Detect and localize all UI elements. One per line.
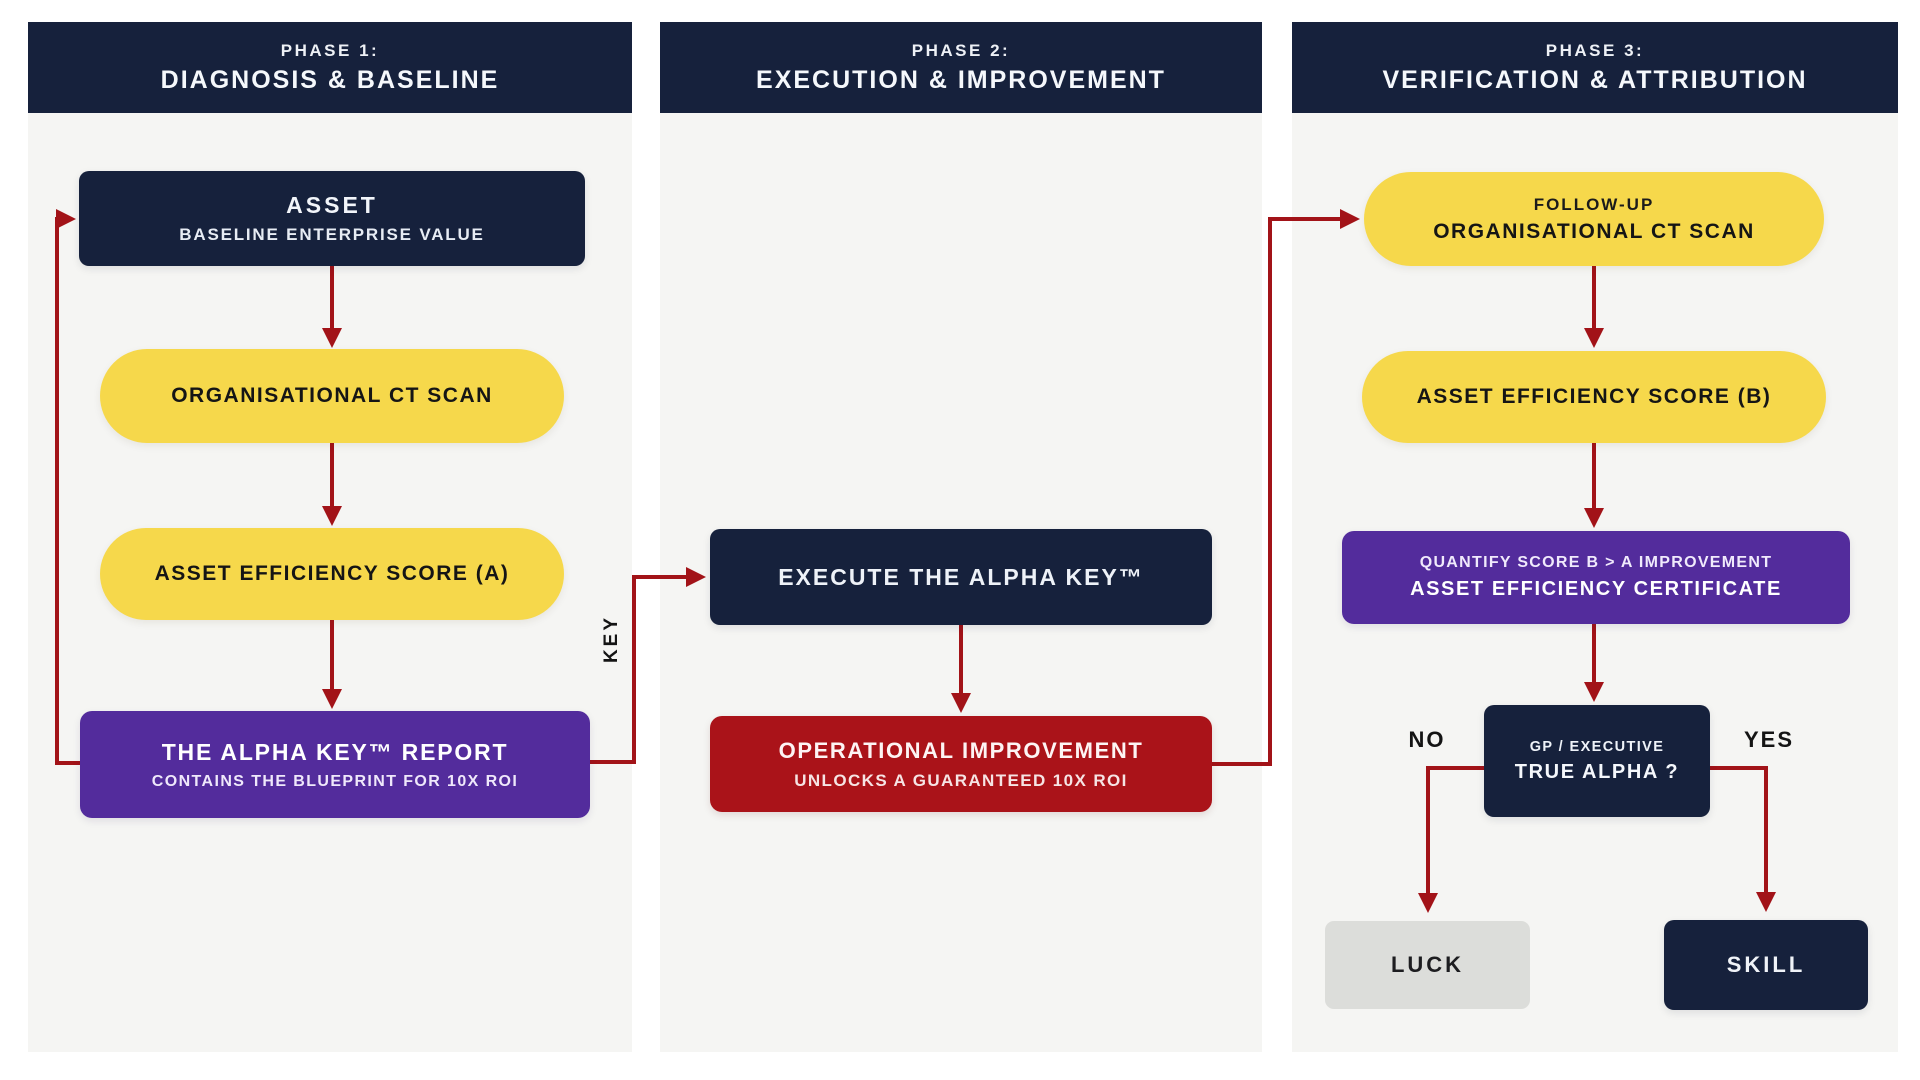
report-subtitle: CONTAINS THE BLUEPRINT FOR 10X ROI <box>151 772 519 790</box>
certificate-line1: QUANTIFY SCORE B > A IMPROVEMENT <box>1419 554 1773 571</box>
ct-scan-label: ORGANISATIONAL CT SCAN <box>171 384 493 407</box>
score-b-label: ASSET EFFICIENCY SCORE (B) <box>1416 385 1772 408</box>
phase3-title-line1: PHASE 3: <box>1545 40 1645 60</box>
execute-label: EXECUTE THE ALPHA KEY™ <box>778 563 1144 590</box>
true-alpha-decision-node: GP / EXECUTIVE TRUE ALPHA ? <box>1484 705 1710 817</box>
score-a-label: ASSET EFFICIENCY SCORE (A) <box>154 562 510 585</box>
ct-scan-node: ORGANISATIONAL CT SCAN <box>100 349 564 443</box>
score-b-node: ASSET EFFICIENCY SCORE (B) <box>1362 351 1826 443</box>
phase2-title-line2: EXECUTION & IMPROVEMENT <box>756 65 1166 94</box>
phase3-title-line2: VERIFICATION & ATTRIBUTION <box>1382 65 1808 94</box>
luck-node: LUCK <box>1325 921 1530 1009</box>
certificate-line2: ASSET EFFICIENCY CERTIFICATE <box>1410 578 1782 600</box>
score-a-node: ASSET EFFICIENCY SCORE (A) <box>100 528 564 620</box>
skill-node: SKILL <box>1664 920 1868 1010</box>
luck-label: LUCK <box>1390 952 1465 977</box>
followup-line1: FOLLOW-UP <box>1533 194 1655 214</box>
efficiency-certificate-node: QUANTIFY SCORE B > A IMPROVEMENT ASSET E… <box>1342 531 1850 624</box>
skill-label: SKILL <box>1726 952 1806 977</box>
phase2-title-line1: PHASE 2: <box>911 40 1011 60</box>
phase1-header: PHASE 1: DIAGNOSIS & BASELINE <box>28 22 632 113</box>
followup-ct-scan-node: FOLLOW-UP ORGANISATIONAL CT SCAN <box>1364 172 1824 266</box>
phase2-header: PHASE 2: EXECUTION & IMPROVEMENT <box>660 22 1262 113</box>
asset-subtitle: BASELINE ENTERPRISE VALUE <box>179 225 485 244</box>
operational-improvement-node: OPERATIONAL IMPROVEMENT UNLOCKS A GUARAN… <box>710 716 1212 812</box>
asset-title: ASSET <box>286 192 378 218</box>
execute-alpha-key-node: EXECUTE THE ALPHA KEY™ <box>710 529 1212 625</box>
phase1-title-line1: PHASE 1: <box>280 40 380 60</box>
followup-line2: ORGANISATIONAL CT SCAN <box>1433 219 1755 243</box>
phase1-title-line2: DIAGNOSIS & BASELINE <box>160 65 500 94</box>
branch-label-yes: YES <box>1743 727 1795 752</box>
report-title: THE ALPHA KEY™ REPORT <box>161 738 509 765</box>
branch-label-no: NO <box>1408 727 1446 752</box>
key-connector-label: KEY <box>601 614 622 664</box>
improvement-title: OPERATIONAL IMPROVEMENT <box>778 737 1144 763</box>
asset-baseline-node: ASSET BASELINE ENTERPRISE VALUE <box>79 171 585 266</box>
decision-line2: TRUE ALPHA ? <box>1514 760 1680 783</box>
decision-line1: GP / EXECUTIVE <box>1529 738 1665 755</box>
phase3-header: PHASE 3: VERIFICATION & ATTRIBUTION <box>1292 22 1898 113</box>
improvement-subtitle: UNLOCKS A GUARANTEED 10X ROI <box>794 770 1128 790</box>
alpha-key-report-node: THE ALPHA KEY™ REPORT CONTAINS THE BLUEP… <box>80 711 590 818</box>
